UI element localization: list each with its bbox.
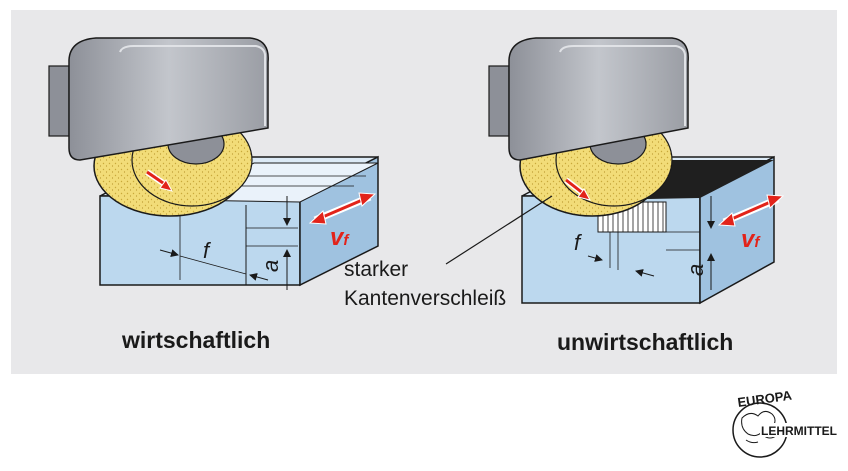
right-f-label: f [574, 230, 583, 255]
right-scene: vf f a [488, 37, 785, 305]
europa-lehrmittel-logo: EUROPA LEHRMITTEL [732, 387, 838, 458]
right-a-label: a [683, 264, 708, 276]
right-dimension-f [587, 232, 655, 277]
wear-label-line2: Kantenverschleiß [344, 287, 506, 310]
logo-bottom-text: LEHRMITTEL [761, 424, 837, 438]
left-vf-label: vf [330, 224, 350, 251]
left-feed-arrow [308, 192, 377, 225]
left-wheel-guard [48, 37, 269, 161]
right-feed-arrow [717, 194, 785, 227]
caption-economical: wirtschaftlich [121, 327, 270, 353]
left-f-label: f [203, 238, 212, 263]
left-dimension-f [159, 249, 269, 281]
left-a-label: a [258, 260, 283, 272]
caption-uneconomical: unwirtschaftlich [557, 329, 733, 355]
right-wear-striations [602, 202, 664, 232]
right-vf-label: vf [741, 226, 761, 253]
wear-leader-line [445, 195, 553, 265]
wear-label-line1: starker [344, 258, 408, 281]
left-scene: vf f a [48, 37, 379, 290]
right-wheel-guard [488, 37, 689, 161]
